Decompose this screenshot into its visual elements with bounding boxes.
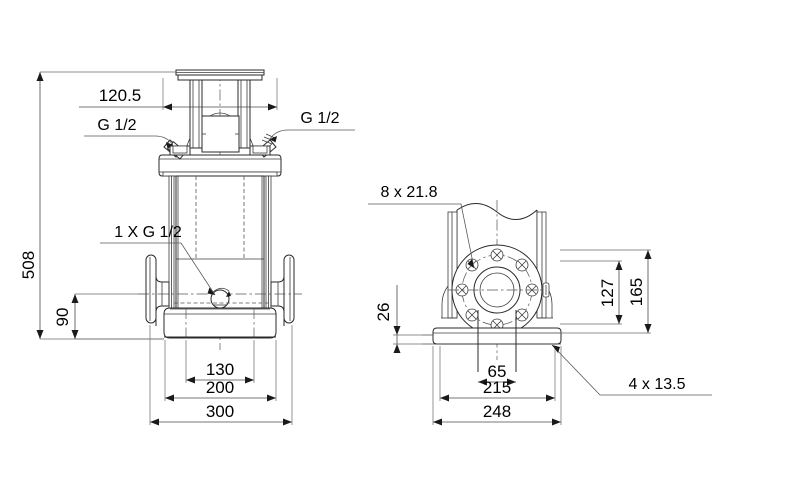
dimension-value-120-5: 120.5 — [99, 86, 142, 105]
suction-flange-left — [145, 254, 170, 326]
side-section-view: 8 x 21.8 127 165 26 — [368, 184, 712, 426]
dimension-130: 130 — [185, 340, 255, 384]
dimension-248: 248 — [432, 346, 562, 426]
dimension-value-65: 65 — [488, 362, 507, 381]
drain-plug — [210, 287, 231, 309]
dimension-165: 165 — [560, 249, 652, 334]
base-plate — [422, 310, 562, 372]
label-drain-port: 1 X G 1/2 — [100, 224, 216, 296]
label-text-g-half-right: G 1/2 — [300, 110, 339, 127]
motor-top-plate — [175, 69, 265, 81]
dimension-value-200: 200 — [206, 378, 234, 397]
dimension-value-90: 90 — [53, 308, 72, 327]
dimension-65: 65 — [478, 362, 516, 386]
label-g-half-left: G 1/2 — [84, 117, 174, 149]
dimension-300: 300 — [149, 325, 293, 426]
label-text-drain-port: 1 X G 1/2 — [114, 224, 182, 241]
label-text-base-bolt-holes: 4 x 13.5 — [629, 376, 686, 393]
dimension-value-26: 26 — [374, 303, 393, 322]
motor-stool-legs — [185, 79, 255, 149]
dimension-120-5: 120.5 — [79, 78, 278, 111]
discharge-flange-right — [270, 254, 295, 326]
bolt-hole — [465, 308, 479, 322]
dimension-26: 26 — [374, 285, 433, 353]
dimension-215: 215 — [439, 346, 556, 402]
pump-base-casting — [163, 302, 277, 340]
dimension-200: 200 — [164, 340, 277, 402]
dimension-value-130: 130 — [206, 360, 234, 379]
label-text-flange-bolt-holes: 8 x 21.8 — [381, 184, 438, 201]
dimension-value-215: 215 — [483, 378, 511, 397]
flange-tab — [542, 282, 550, 298]
bolt-hole — [515, 258, 529, 272]
flange-bolt-circle — [448, 244, 548, 336]
label-base-bolt-holes: 4 x 13.5 — [551, 344, 712, 396]
terminal-box — [201, 112, 240, 153]
dimension-value-508: 508 — [19, 251, 38, 279]
dimension-90: 90 — [53, 293, 164, 340]
gauge-port-right — [249, 133, 277, 158]
label-flange-bolt-holes: 8 x 21.8 — [368, 184, 475, 269]
dimension-value-248: 248 — [483, 402, 511, 421]
pump-head-casting — [158, 154, 282, 177]
bolt-hole — [490, 248, 504, 262]
front-elevation-view: 508 120.5 G 1/2 G 1/2 1 X G 1/2 — [19, 69, 355, 426]
dimension-value-127: 127 — [598, 279, 617, 307]
label-text-g-half-left: G 1/2 — [97, 117, 136, 134]
dimension-value-165: 165 — [627, 278, 646, 306]
dimension-value-300: 300 — [206, 402, 234, 421]
dimension-127: 127 — [560, 260, 623, 325]
bolt-hole — [515, 308, 529, 322]
label-g-half-right: G 1/2 — [269, 110, 355, 143]
break-line — [456, 203, 538, 220]
